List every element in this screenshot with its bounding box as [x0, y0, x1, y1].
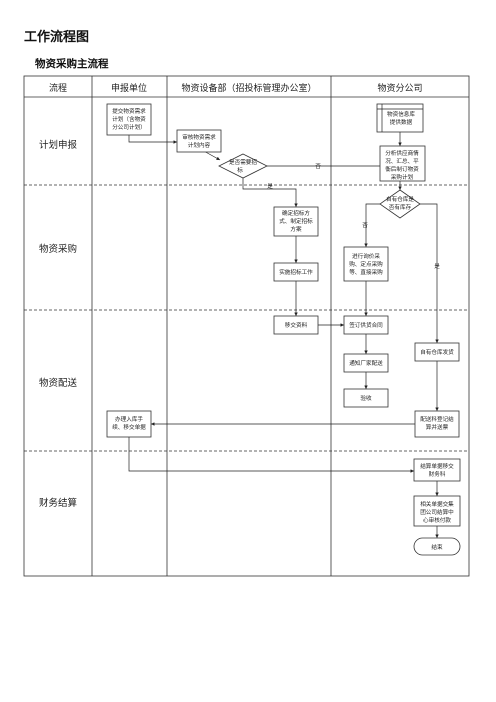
decision-warehouse-stock: 自有仓库是否有库存: [379, 189, 421, 219]
svg-text:确定招标方式、制定招标方案: 确定招标方式、制定招标方案: [279, 209, 313, 233]
svg-text:进行询价采购、定点采购等、直接采购: 进行询价采购、定点采购等、直接采购: [349, 252, 383, 276]
node-make-procurement-plan: 分析供应商情况、汇总、平衡后制订物资采购计划: [379, 145, 426, 182]
node-transfer-documents: 移交资料: [273, 315, 319, 335]
svg-text:验收: 验收: [360, 394, 372, 402]
edge-label-yes-tender: 是: [267, 183, 273, 190]
svg-text:相关单据交集团公司结算中心审核付款: 相关单据交集团公司结算中心审核付款: [420, 500, 454, 524]
svg-text:结束: 结束: [431, 543, 443, 551]
node-inspection: 验收: [343, 388, 389, 408]
node-end: 结束: [413, 537, 461, 556]
svg-text:签订供货合同: 签订供货合同: [349, 321, 383, 329]
document-title: 工作流程图: [24, 30, 90, 45]
svg-text:物资信息库提供数据: 物资信息库提供数据: [387, 110, 415, 126]
node-register-settlement: 配送科登记结算并送票: [414, 410, 460, 438]
lane-label-delivery: 物资配送: [39, 377, 78, 389]
column-header-materials-dept: 物资设备部（招投标管理办公室）: [181, 82, 316, 94]
edge-label-yes-stock: 是: [434, 263, 440, 270]
decision-need-tender: 是否需要招标: [218, 153, 268, 179]
svg-text:移交资料: 移交资料: [285, 321, 308, 329]
lane-label-settlement: 财务结算: [39, 497, 77, 509]
column-header-materials-company: 物资分公司: [377, 82, 422, 94]
column-header-process: 流程: [49, 82, 67, 94]
svg-text:办理入库手续、移交单据: 办理入库手续、移交单据: [112, 415, 146, 431]
node-warehousing-procedures: 办理入库手续、移交单据: [106, 410, 152, 438]
node-inquiry-purchase: 进行询价采购、定点采购等、直接采购: [343, 246, 389, 282]
svg-text:实施招标工作: 实施招标工作: [279, 268, 313, 276]
column-header-applicant: 申报单位: [111, 82, 147, 94]
lane-label-plan: 计划申报: [39, 139, 78, 151]
node-tender-plan: 确定招标方式、制定招标方案: [273, 206, 319, 237]
svg-text:分析供应商情况、汇总、平衡后制订物资采购计划: 分析供应商情况、汇总、平衡后制订物资采购计划: [385, 149, 419, 181]
edge-label-no-tender: 否: [315, 163, 321, 170]
swimlane-grid: [23, 75, 470, 577]
svg-text:自有仓库发货: 自有仓库发货: [420, 348, 454, 356]
edge-label-no-stock: 否: [362, 222, 368, 229]
svg-text:配送科登记结算并送票: 配送科登记结算并送票: [420, 415, 454, 431]
node-warehouse-shipping: 自有仓库发货: [414, 342, 460, 362]
svg-text:通知厂家配送: 通知厂家配送: [349, 359, 383, 367]
node-notify-manufacturer: 通知厂家配送: [343, 353, 389, 373]
node-audit-payment: 相关单据交集团公司结算中心审核付款: [413, 495, 461, 527]
lane-label-procurement: 物资采购: [39, 243, 77, 255]
svg-text:审核物资需求计划内容: 审核物资需求计划内容: [182, 133, 216, 149]
node-transfer-to-finance: 结算单据移交财务科: [413, 458, 461, 482]
node-submit-demand-plan: 提交物资需求计划（含物资分公司计划）: [106, 103, 152, 136]
node-materials-database: 物资信息库提供数据: [376, 103, 424, 133]
flowchart-subtitle: 物资采购主流程: [35, 58, 109, 70]
connectors: [128, 132, 439, 538]
node-review-demand-plan: 审核物资需求计划内容: [176, 129, 222, 153]
svg-text:自有仓库是否有库存: 自有仓库是否有库存: [386, 195, 414, 211]
node-implement-tender: 实施招标工作: [273, 262, 319, 282]
svg-text:是否需要招标: 是否需要招标: [229, 158, 257, 174]
node-sign-contract: 签订供货合同: [343, 315, 389, 335]
svg-text:结算单据移交财务科: 结算单据移交财务科: [420, 462, 454, 478]
svg-text:提交物资需求计划（含物资分公司计划）: 提交物资需求计划（含物资分公司计划）: [112, 107, 146, 131]
